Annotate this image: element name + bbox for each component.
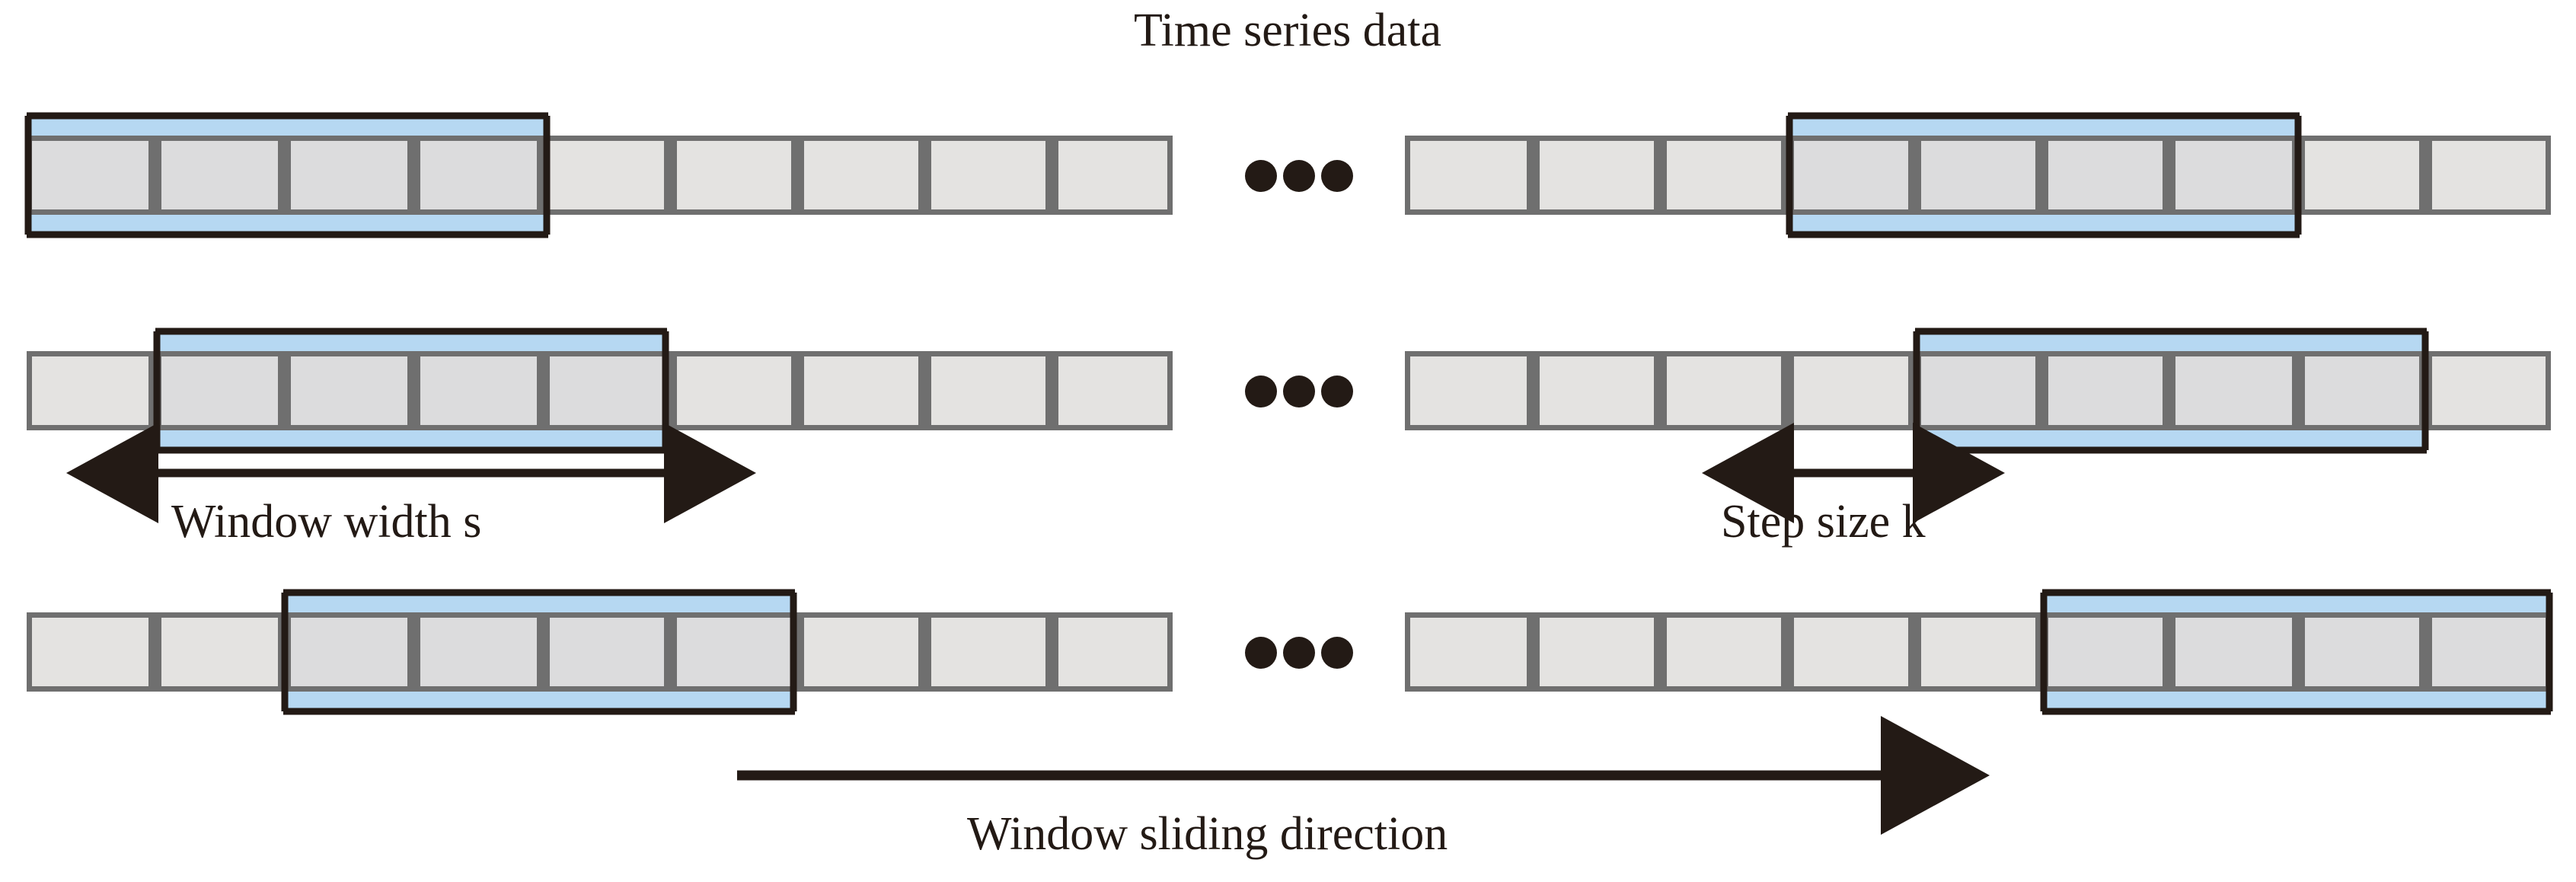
ellipsis-dot — [1321, 637, 1353, 669]
ellipsis-dot — [1321, 160, 1353, 192]
cell — [2432, 356, 2546, 425]
cell — [420, 141, 537, 209]
cell — [1540, 618, 1654, 686]
row-1-right-segment — [1405, 136, 2551, 215]
ellipsis-dot — [1283, 637, 1315, 669]
segment-cells — [1410, 356, 2546, 425]
row-3-window-left — [281, 589, 797, 715]
ellipsis-dot — [1245, 160, 1277, 192]
cell — [931, 618, 1045, 686]
ellipsis-dot — [1283, 160, 1315, 192]
page-title: Time series data — [1134, 5, 1441, 56]
cell — [1058, 356, 1167, 425]
cell — [550, 618, 664, 686]
cell — [2305, 618, 2419, 686]
cell — [1794, 618, 1908, 686]
cell — [550, 356, 664, 425]
cell — [32, 356, 148, 425]
cell — [2048, 618, 2163, 686]
cell — [1058, 618, 1167, 686]
ellipsis-dot — [1245, 637, 1277, 669]
cell — [2432, 141, 2546, 209]
cell — [1058, 141, 1167, 209]
cell — [161, 356, 278, 425]
row-3-right-segment — [1405, 612, 2551, 692]
row-2-ellipsis — [1245, 375, 1353, 407]
cell — [1921, 141, 2035, 209]
cell — [161, 141, 278, 209]
cell — [1540, 141, 1654, 209]
sliding-direction-label: Window sliding direction — [967, 808, 1448, 860]
series-row-2: Window width s — [27, 328, 2551, 548]
cell — [931, 141, 1045, 209]
cell — [1667, 618, 1781, 686]
cell — [677, 356, 791, 425]
cell — [420, 618, 537, 686]
cell — [677, 141, 791, 209]
row-1-window-left — [24, 112, 551, 238]
cell — [32, 618, 148, 686]
cell — [2048, 141, 2163, 209]
cell — [291, 356, 407, 425]
cell — [420, 356, 537, 425]
cell — [1540, 356, 1654, 425]
row-2-left-segment — [27, 351, 1173, 430]
cell — [1410, 141, 1527, 209]
cell — [2305, 356, 2419, 425]
cell — [1921, 618, 2035, 686]
cell — [1794, 356, 1908, 425]
cell — [550, 141, 664, 209]
window-outline — [1786, 112, 2302, 238]
segment-cells — [32, 618, 1167, 686]
series-row-1 — [24, 112, 2551, 238]
cell — [2175, 141, 2292, 209]
step-size-annotation: Step size k — [1702, 423, 2005, 548]
window-outline — [24, 112, 551, 238]
row-3-left-segment — [27, 612, 1173, 692]
cell — [161, 618, 278, 686]
step-size-label: Step size k — [1721, 496, 1926, 548]
cell — [931, 356, 1045, 425]
row-2-right-segment — [1405, 351, 2551, 430]
window-outline — [2040, 589, 2553, 715]
segment-cells — [32, 356, 1167, 425]
window-outline — [1913, 328, 2429, 454]
segment-cells — [32, 141, 1167, 209]
cell — [291, 618, 407, 686]
row-1-left-segment — [27, 136, 1173, 215]
cell — [1667, 356, 1781, 425]
row-3-ellipsis — [1245, 637, 1353, 669]
segment-cells — [1410, 618, 2546, 686]
cell — [2175, 356, 2292, 425]
window-width-label: Window width s — [171, 496, 481, 548]
window-width-annotation: Window width s — [66, 423, 756, 548]
cell — [1667, 141, 1781, 209]
cell — [2305, 141, 2419, 209]
cell — [291, 141, 407, 209]
row-1-ellipsis — [1245, 160, 1353, 192]
cell — [2432, 618, 2546, 686]
cell — [804, 141, 918, 209]
cell — [1410, 356, 1527, 425]
ellipsis-dot — [1283, 375, 1315, 407]
window-outline — [281, 589, 797, 715]
segment-cells — [1410, 141, 2546, 209]
sliding-direction-annotation: Window sliding direction — [737, 716, 1990, 860]
ellipsis-dot — [1245, 375, 1277, 407]
series-row-3 — [27, 589, 2553, 715]
cell — [804, 356, 918, 425]
ellipsis-dot — [1321, 375, 1353, 407]
cell — [804, 618, 918, 686]
cell — [1794, 141, 1908, 209]
row-1-window-right — [1786, 112, 2302, 238]
cell — [2175, 618, 2292, 686]
cell — [677, 618, 791, 686]
row-3-window-right — [2040, 589, 2553, 715]
cell — [32, 141, 148, 209]
cell — [1410, 618, 1527, 686]
cell — [1921, 356, 2035, 425]
cell — [2048, 356, 2163, 425]
